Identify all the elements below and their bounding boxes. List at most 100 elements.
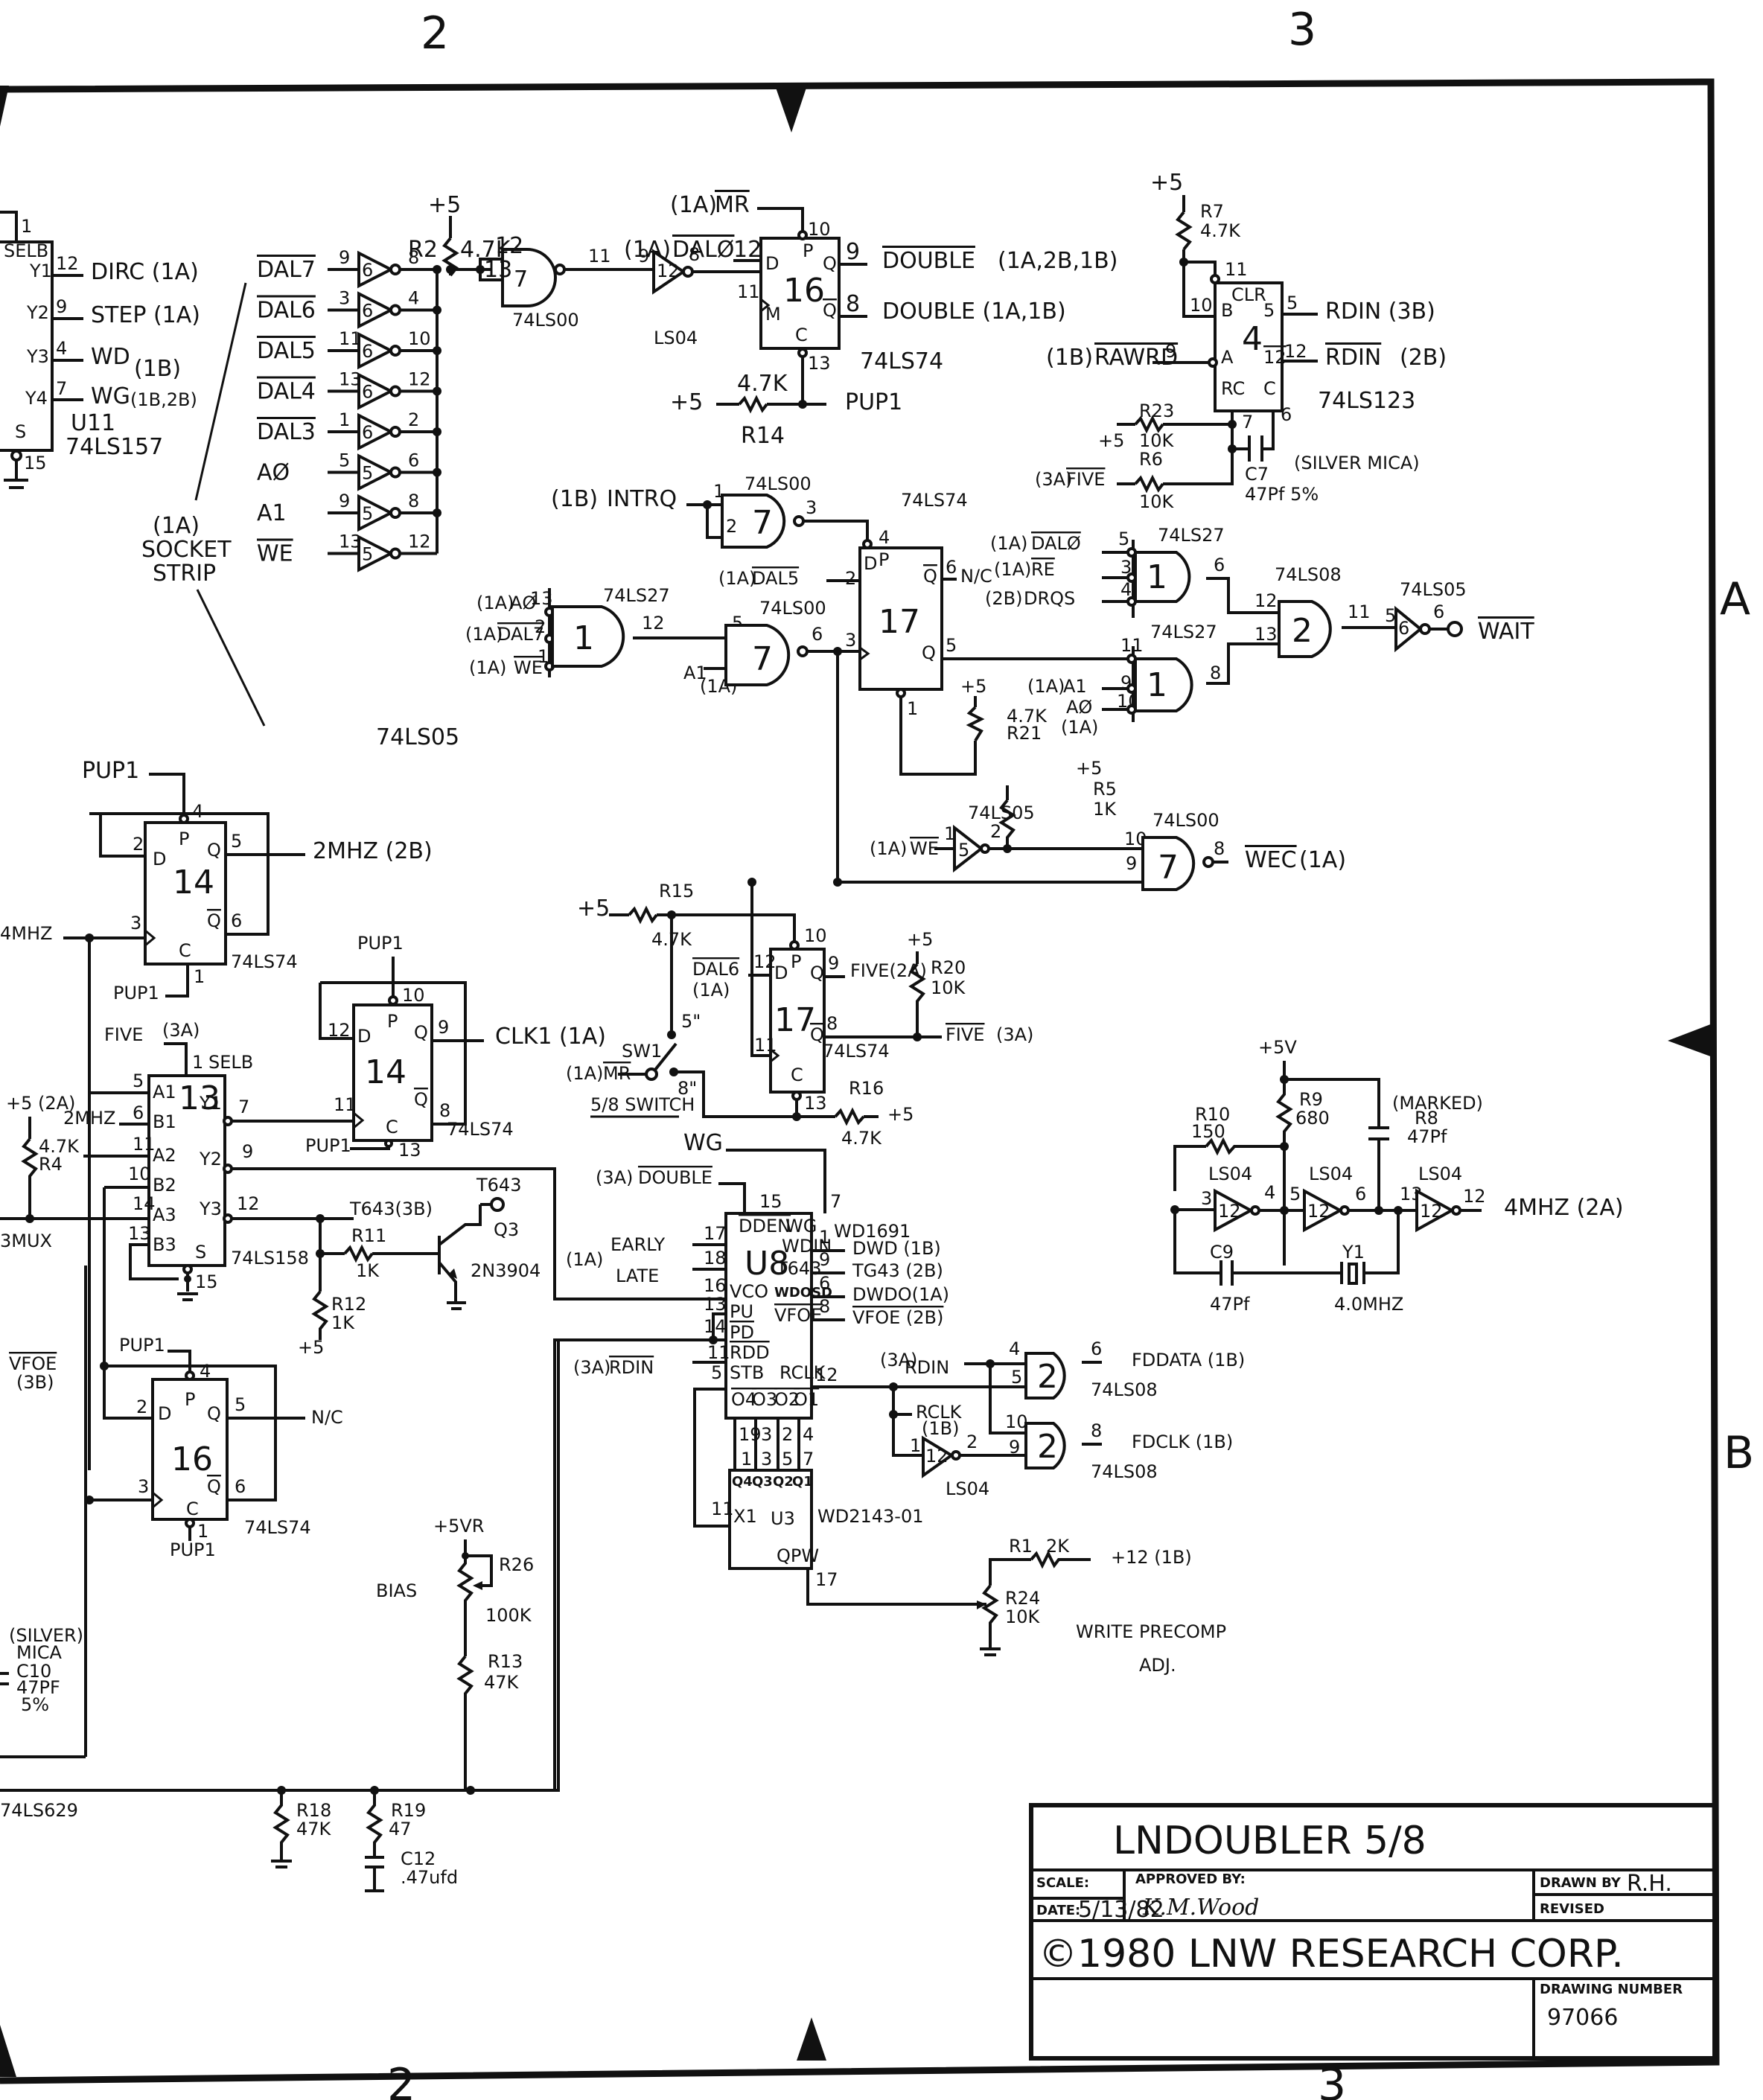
svg-text:R7: R7 [1200, 201, 1224, 222]
svg-text:P: P [791, 951, 801, 972]
svg-text:7: 7 [752, 640, 773, 678]
svg-text:11: 11 [1120, 635, 1144, 656]
svg-text:10: 10 [402, 985, 425, 1006]
svg-text:Q2: Q2 [773, 1474, 794, 1490]
svg-text:SELB: SELB [208, 1052, 253, 1073]
svg-text:(1A): (1A) [476, 593, 514, 613]
svg-text:2K: 2K [1046, 1536, 1070, 1557]
zone-marker-bottom-center [797, 2017, 826, 2061]
svg-text:U11: U11 [71, 410, 115, 436]
svg-text:74LS74: 74LS74 [901, 490, 968, 511]
svg-text:4: 4 [1120, 579, 1132, 600]
pin-number: 8 [408, 491, 419, 511]
svg-text:D: D [774, 963, 788, 983]
svg-text:74LS08: 74LS08 [1091, 1461, 1158, 1482]
svg-text:(1A): (1A) [1299, 847, 1346, 873]
svg-text:5: 5 [1263, 300, 1275, 321]
svg-text:(3A): (3A) [880, 1350, 917, 1370]
svg-text:4.7K: 4.7K [1200, 220, 1241, 241]
pin-number: 4 [408, 288, 419, 309]
svg-text:DALØ: DALØ [672, 237, 734, 263]
svg-text:R2: R2 [408, 237, 438, 263]
svg-text:CLR: CLR [1231, 284, 1266, 305]
mux-13-74ls158: FIVE (3A) 1 SELB 13 5 A1 6 B1 2MHZ 11 A2… [0, 812, 726, 1407]
svg-text:(1A): (1A) [718, 568, 756, 589]
svg-text:Y3: Y3 [26, 346, 49, 367]
svg-text:12: 12 [733, 237, 762, 263]
svg-text:RCLK: RCLK [916, 1402, 963, 1423]
svg-text:A2: A2 [153, 1145, 176, 1166]
svg-text:16: 16 [783, 272, 825, 310]
svg-text:(2B): (2B) [1400, 345, 1447, 371]
flipflop-14-74ls74-b: PUP1 10 12 D P Q 14 Q C 9 8 CLK1 (1A) 11… [305, 933, 606, 1161]
svg-text:(1A): (1A) [692, 980, 730, 1000]
svg-text:9: 9 [1009, 1437, 1020, 1458]
svg-text:47K: 47K [296, 1819, 332, 1839]
svg-text:LATE: LATE [616, 1266, 659, 1286]
svg-text:3: 3 [845, 630, 856, 651]
svg-text:O4: O4 [731, 1389, 756, 1410]
inverter-input-signal: WE [257, 541, 293, 567]
svg-text:DOUBLE: DOUBLE [638, 1167, 712, 1188]
svg-text:Q1: Q1 [792, 1474, 813, 1490]
svg-text:15: 15 [759, 1191, 782, 1212]
double-bar-output: DOUBLE [882, 248, 975, 274]
svg-text:16: 16 [704, 1275, 727, 1296]
svg-text:13: 13 [804, 1093, 827, 1114]
svg-text:2MHZ: 2MHZ [63, 1108, 115, 1129]
svg-text:4: 4 [192, 801, 203, 822]
svg-text:Q: Q [414, 1089, 428, 1110]
svg-text:Q: Q [207, 1403, 221, 1424]
svg-text:8: 8 [1214, 838, 1225, 859]
svg-text:11: 11 [1225, 259, 1248, 280]
svg-text:11: 11 [334, 1094, 357, 1115]
approved-label: APPROVED BY: [1135, 1871, 1246, 1887]
svg-text:13: 13 [704, 1294, 727, 1315]
svg-text:R11: R11 [351, 1225, 386, 1246]
svg-text:11: 11 [588, 246, 611, 267]
svg-text:(1A): (1A) [1061, 717, 1098, 738]
svg-text:R10: R10 [1195, 1104, 1230, 1125]
svg-text:10K: 10K [1139, 491, 1175, 512]
svg-text:S: S [15, 421, 26, 442]
dwd-1b-output: DWD (1B) [852, 1238, 941, 1259]
4mhz-output: 4MHZ (2A) [1504, 1195, 1624, 1221]
zone-marker-right [1668, 1024, 1712, 1057]
svg-text:R9: R9 [1299, 1089, 1323, 1110]
svg-text:7: 7 [1158, 849, 1179, 887]
inverter-symbol [357, 534, 395, 572]
svg-text:8: 8 [819, 1296, 830, 1317]
svg-text:R23: R23 [1139, 400, 1174, 421]
inversion-bubble [389, 304, 401, 316]
svg-text:13: 13 [484, 257, 512, 283]
svg-text:74LS00: 74LS00 [759, 598, 826, 619]
inverter-input-signal: DAL7 [257, 257, 316, 283]
date-value: 5/13/82 [1078, 1897, 1164, 1923]
svg-text:4.7K: 4.7K [737, 371, 788, 397]
u11-y1-signal: DIRC (1A) [91, 259, 199, 285]
svg-text:(1A): (1A) [153, 513, 200, 539]
svg-text:R26: R26 [499, 1554, 534, 1575]
drawing-frame [0, 78, 1720, 2084]
svg-text:6: 6 [1433, 601, 1444, 622]
inversion-bubble [389, 264, 401, 275]
svg-text:4.0MHZ: 4.0MHZ [1334, 1294, 1403, 1315]
svg-text:12: 12 [328, 1020, 351, 1041]
svg-text:Y1: Y1 [1342, 1242, 1365, 1263]
svg-text:15: 15 [24, 453, 47, 473]
svg-text:AØ: AØ [1066, 697, 1092, 718]
svg-text:13: 13 [179, 1079, 220, 1117]
svg-text:6: 6 [1398, 618, 1409, 639]
zone-col-3-top: 3 [1288, 4, 1316, 56]
svg-text:1: 1 [1147, 666, 1167, 704]
svg-text:P: P [179, 829, 189, 849]
svg-text:+12 (1B): +12 (1B) [1111, 1547, 1192, 1568]
svg-text:74LS05: 74LS05 [1400, 579, 1467, 600]
svg-text:5": 5" [681, 1011, 701, 1032]
svg-text:N/C: N/C [311, 1407, 343, 1428]
svg-text:(SILVER): (SILVER) [9, 1625, 83, 1646]
fddata-output: FDDATA (1B) [1132, 1350, 1245, 1370]
